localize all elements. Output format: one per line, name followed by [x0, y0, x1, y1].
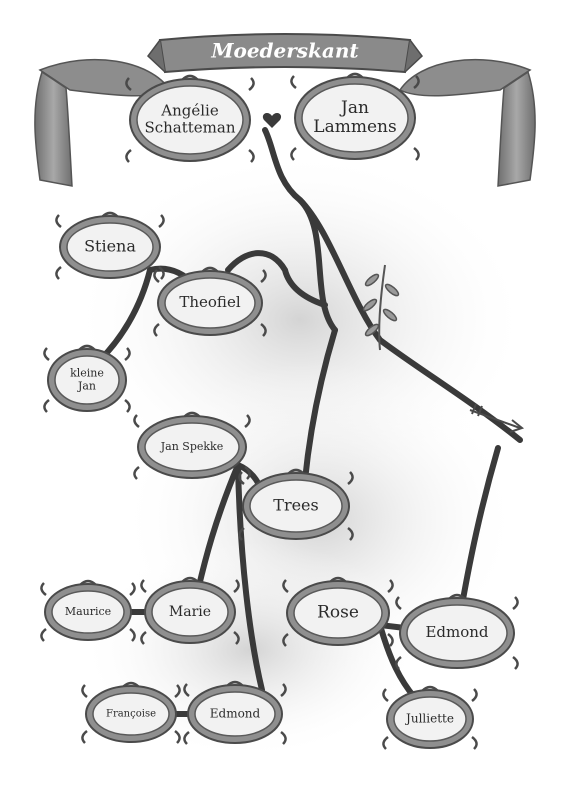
frame-plate: [92, 692, 170, 736]
person-node-maurice[interactable]: Maurice: [40, 579, 136, 642]
person-node-theofiel[interactable]: Theofiel: [153, 266, 267, 337]
frame-plate: [54, 355, 120, 405]
branch-line: [225, 250, 328, 308]
branch-line: [297, 197, 338, 333]
person-node-edmond-right[interactable]: Edmond: [395, 593, 519, 670]
person-name: Jan: [77, 380, 96, 393]
branch-line: [302, 327, 338, 483]
frame-plate: [249, 479, 343, 533]
frame-ornament: [290, 72, 420, 161]
person-name: Lammens: [313, 117, 396, 137]
frame-plate: [151, 587, 229, 637]
arrow-decoration: [469, 403, 525, 433]
person-node-trees[interactable]: Trees: [238, 468, 354, 541]
person-name: Françoise: [106, 709, 156, 720]
person-name: Rose: [317, 603, 359, 623]
frame-ornament: [55, 211, 165, 280]
heart-icon: [262, 113, 282, 128]
person-name: Trees: [273, 496, 318, 515]
branch-line: [195, 462, 241, 593]
person-name: Edmond: [210, 707, 261, 721]
frame-ornament: [43, 344, 131, 413]
frame-plate: [301, 83, 409, 153]
frame-ornament: [133, 411, 251, 480]
frame-plate: [66, 222, 154, 272]
curtain-decoration: [34, 58, 536, 187]
person-node-juliette[interactable]: Julliette: [382, 685, 478, 750]
tree-branches: [97, 127, 523, 717]
frame-ornament: [125, 74, 255, 163]
person-name: Maurice: [65, 605, 111, 618]
frame-ornament: [382, 685, 478, 750]
person-name: Jan Spekke: [160, 440, 223, 453]
person-frames: AngélieSchattemanJanLammensStienaTheofie…: [40, 72, 519, 750]
frame-ornament: [183, 680, 287, 745]
frame-plate: [293, 587, 383, 639]
frame-ornament: [282, 576, 394, 647]
branch-line: [235, 462, 265, 693]
person-node-edmond-left[interactable]: Edmond: [183, 680, 287, 745]
frame-ornament: [395, 593, 519, 670]
frame-plate: [194, 691, 276, 737]
frame-ornament: [140, 576, 240, 645]
frame-ornament: [81, 681, 181, 744]
person-name: Angélie: [160, 102, 219, 120]
person-name: Edmond: [425, 623, 488, 641]
person-node-marie[interactable]: Marie: [140, 576, 240, 645]
frame-plate: [136, 85, 244, 155]
branch-line: [459, 445, 501, 608]
person-name: Julliette: [404, 712, 454, 726]
banner-ribbon: Moederskant: [146, 33, 424, 74]
person-node-stiena[interactable]: Stiena: [55, 211, 165, 280]
frame-plate: [164, 277, 256, 329]
person-node-jan-spekke[interactable]: Jan Spekke: [133, 411, 251, 480]
banner-title: Moederskant: [210, 39, 359, 63]
frame-plate: [406, 604, 508, 662]
frame-ornament: [238, 468, 354, 541]
frame-plate: [144, 422, 240, 472]
frame-plate: [393, 696, 467, 742]
person-name: kleine: [70, 367, 104, 380]
person-name: Theofiel: [179, 293, 240, 311]
person-name: Stiena: [84, 237, 136, 256]
frame-plate: [51, 590, 125, 634]
person-name: Marie: [169, 604, 211, 620]
person-name: Schatteman: [144, 119, 235, 137]
person-node-francoise[interactable]: Françoise: [81, 681, 181, 744]
frame-ornament: [40, 579, 136, 642]
frame-ornament: [153, 266, 267, 337]
person-name: Jan: [339, 98, 369, 118]
leaf-sprig-decoration: [362, 264, 400, 351]
branch-line: [262, 127, 523, 443]
person-node-rose[interactable]: Rose: [282, 576, 394, 647]
